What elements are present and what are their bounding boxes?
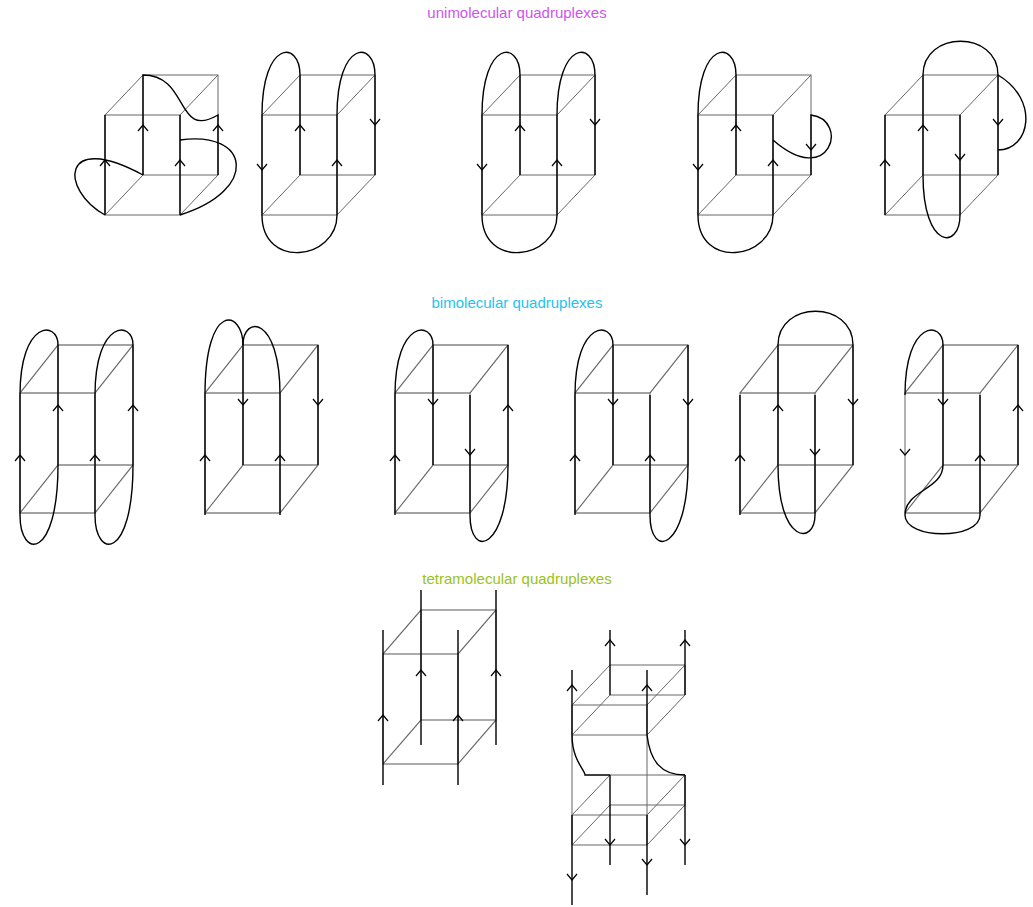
section-heading: bimolecular quadruplexes [430,294,605,311]
bimolecular-row [15,311,1023,544]
section-heading: tetramolecular quadruplexes [420,570,613,587]
section-heading: unimolecular quadruplexes [425,4,608,21]
unimolecular-row [75,41,1026,252]
tetramolecular-row [378,590,690,905]
